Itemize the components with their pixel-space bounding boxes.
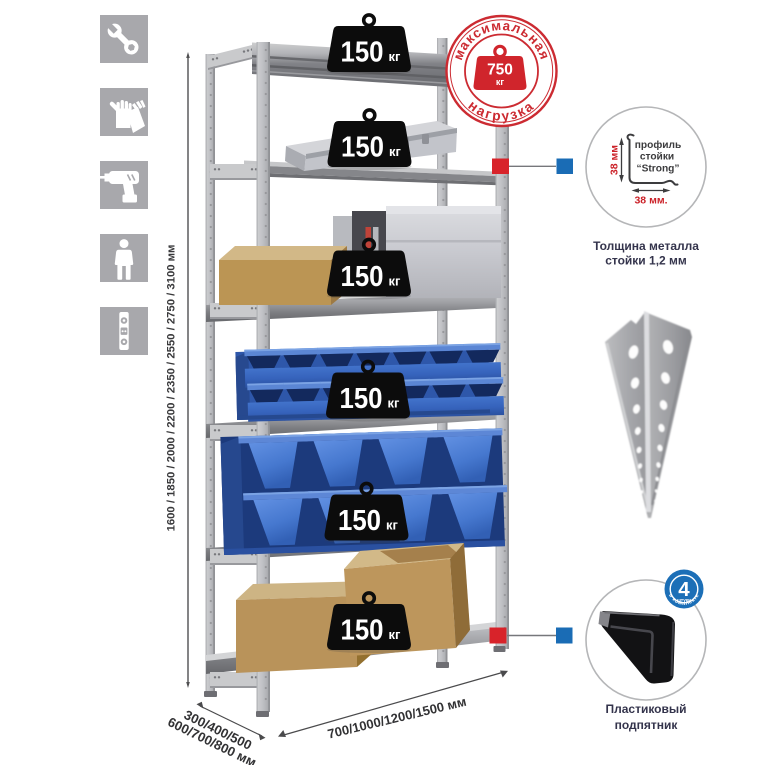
svg-text:профиль: профиль	[635, 139, 682, 151]
svg-text:“Strong”: “Strong”	[636, 164, 679, 175]
svg-text:750: 750	[487, 62, 513, 79]
svg-text:4: 4	[678, 578, 690, 601]
svg-text:подпятник: подпятник	[615, 718, 679, 732]
svg-text:кг: кг	[496, 77, 505, 87]
svg-text:стойки: стойки	[640, 152, 674, 163]
svg-text:стойки 1,2 мм: стойки 1,2 мм	[605, 254, 687, 268]
svg-text:Пластиковый: Пластиковый	[605, 702, 686, 716]
svg-text:38 мм: 38 мм	[609, 145, 621, 175]
svg-text:Толщина металла: Толщина металла	[593, 239, 699, 253]
svg-text:штуки: штуки	[677, 598, 691, 603]
svg-text:1600 / 1850 / 2000 / 2200 / 23: 1600 / 1850 / 2000 / 2200 / 2350 / 2550 …	[166, 245, 178, 532]
svg-text:38 мм.: 38 мм.	[634, 195, 667, 207]
